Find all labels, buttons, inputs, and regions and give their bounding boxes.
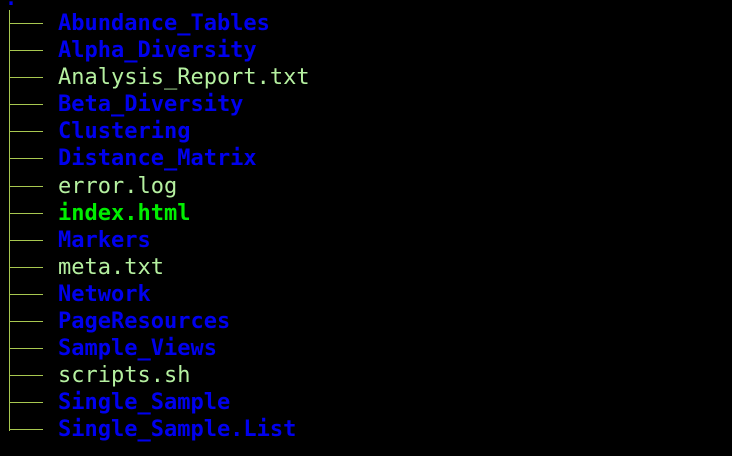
directory-name: PageResources: [58, 309, 231, 335]
tree-branch-line: [9, 375, 43, 377]
tree-entry: Abundance_Tables: [0, 10, 700, 37]
directory-name: Single_Sample.List: [58, 417, 297, 443]
tree-branch-line: [9, 104, 43, 106]
tree-branch-line: [9, 77, 43, 79]
tree-entry: PageResources: [0, 308, 700, 335]
tree-entry: Alpha_Diversity: [0, 37, 700, 64]
tree-branch-line: [9, 293, 43, 295]
directory-name: Beta_Diversity: [58, 92, 244, 118]
file-name: scripts.sh: [58, 363, 191, 389]
directory-name: Single_Sample: [58, 390, 231, 416]
tree-entry: Markers: [0, 227, 700, 254]
tree-branch-line: [9, 185, 43, 187]
directory-name: Abundance_Tables: [58, 11, 270, 36]
tree-branch-line: [9, 266, 43, 268]
directory-name: Markers: [58, 227, 151, 253]
tree-entry: error.log: [0, 173, 700, 200]
directory-name: Distance_Matrix: [58, 146, 257, 172]
tree-branch-line: [9, 50, 43, 52]
directory-name: Sample_Views: [58, 336, 217, 362]
tree-entry: Network: [0, 281, 700, 308]
tree-entry: Single_Sample: [0, 389, 700, 416]
tree-entry: Clustering: [0, 118, 700, 145]
file-name: error.log: [58, 173, 178, 199]
tree-branch-line: [9, 23, 43, 24]
file-name: Analysis_Report.txt: [58, 65, 310, 91]
tree-entry: Single_Sample.List: [0, 416, 700, 443]
directory-name: Alpha_Diversity: [58, 38, 257, 64]
tree-root: .: [5, 0, 17, 8]
tree-branch-line: [9, 212, 43, 214]
tree-branch-line: [9, 402, 43, 404]
tree-branch-line: [9, 158, 43, 160]
tree-branch-line: [9, 131, 43, 133]
tree-branch-line: [9, 321, 43, 323]
executable-file-name: index.html: [58, 200, 191, 226]
tree-entry: Analysis_Report.txt: [0, 64, 700, 91]
tree-entry: Beta_Diversity: [0, 91, 700, 118]
tree-entry: scripts.sh: [0, 362, 700, 389]
directory-name: Network: [58, 281, 151, 307]
tree-entry: meta.txt: [0, 254, 700, 281]
directory-name: Clustering: [58, 119, 191, 145]
tree-entry: index.html: [0, 200, 700, 227]
tree-entry: Distance_Matrix: [0, 145, 700, 172]
tree-branch-line: [9, 348, 43, 350]
tree-entry: Sample_Views: [0, 335, 700, 362]
file-name: meta.txt: [58, 254, 164, 280]
tree-trunk-line: [9, 10, 10, 431]
tree-branch-line: [9, 239, 43, 241]
tree-branch-line: [9, 429, 43, 431]
